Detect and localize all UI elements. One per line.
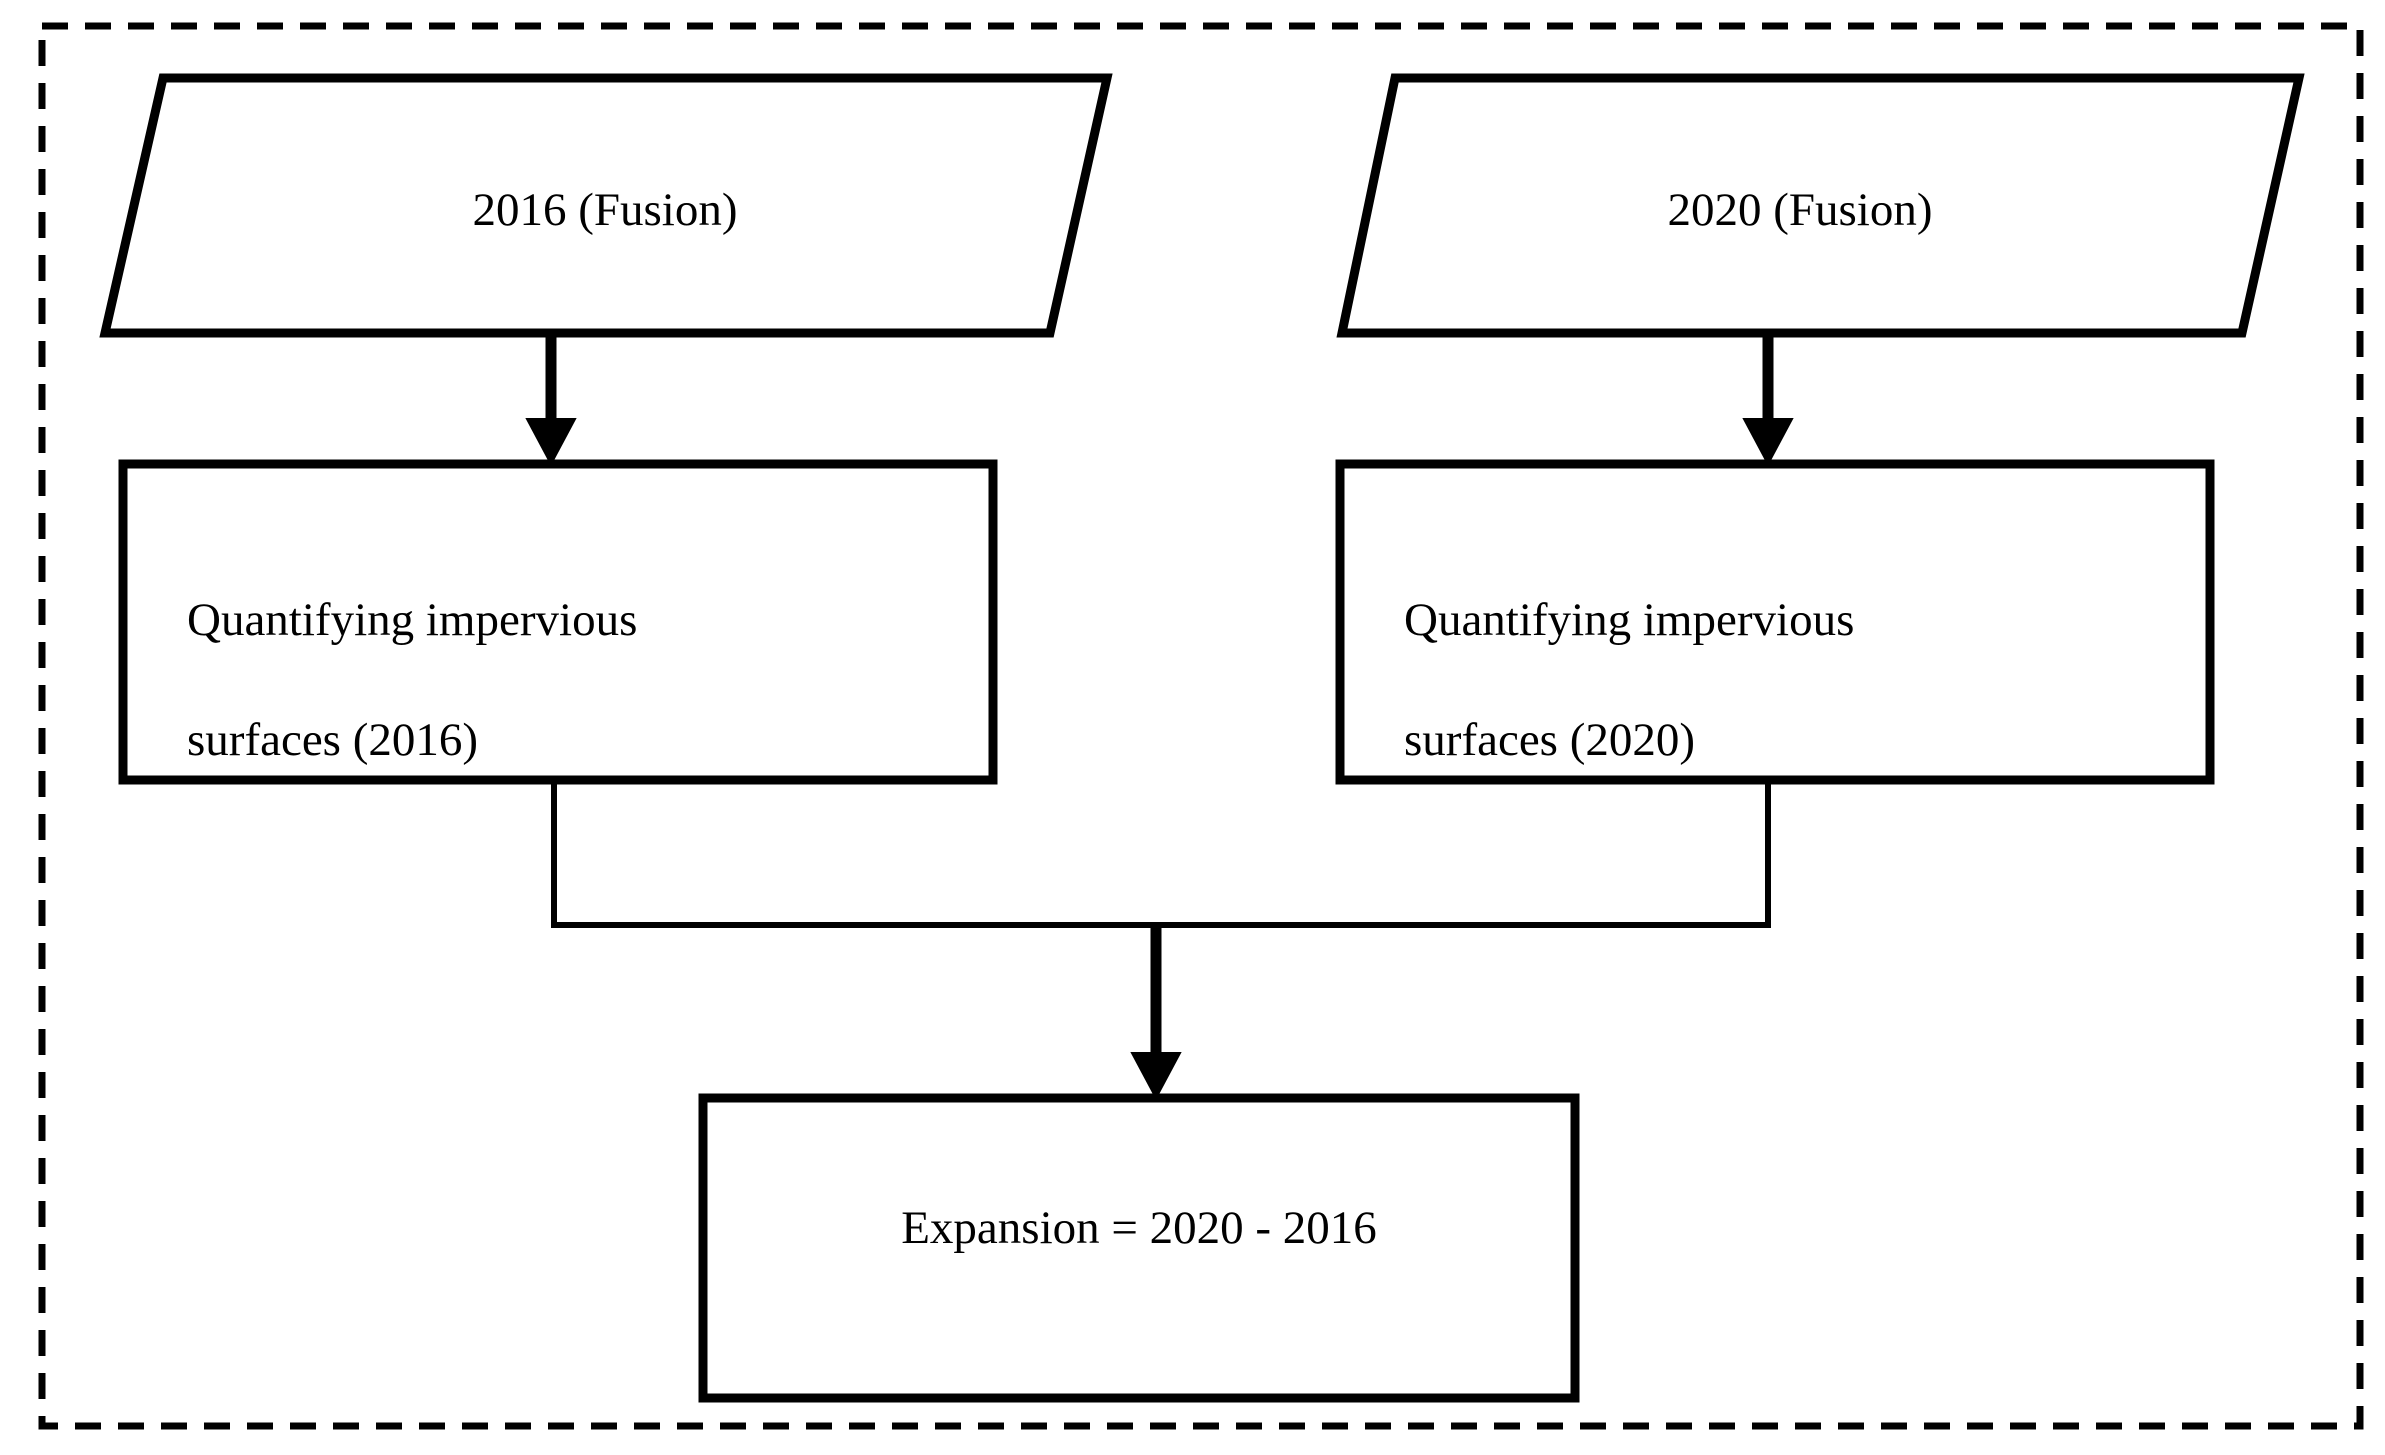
edge-2020-to-process (1742, 333, 1794, 467)
node-result-expansion-shape[interactable] (698, 1093, 1580, 1403)
node-input-2020-shape[interactable] (1336, 73, 2305, 338)
edge-2016-to-process (525, 333, 577, 467)
node-process-2016-shape[interactable] (118, 459, 998, 785)
dashed-boundary (38, 22, 2364, 1430)
node-process-2020-shape[interactable] (1335, 459, 2215, 785)
node-input-2016-shape[interactable] (99, 73, 1113, 338)
edge-merge-to-result (551, 780, 1771, 1101)
